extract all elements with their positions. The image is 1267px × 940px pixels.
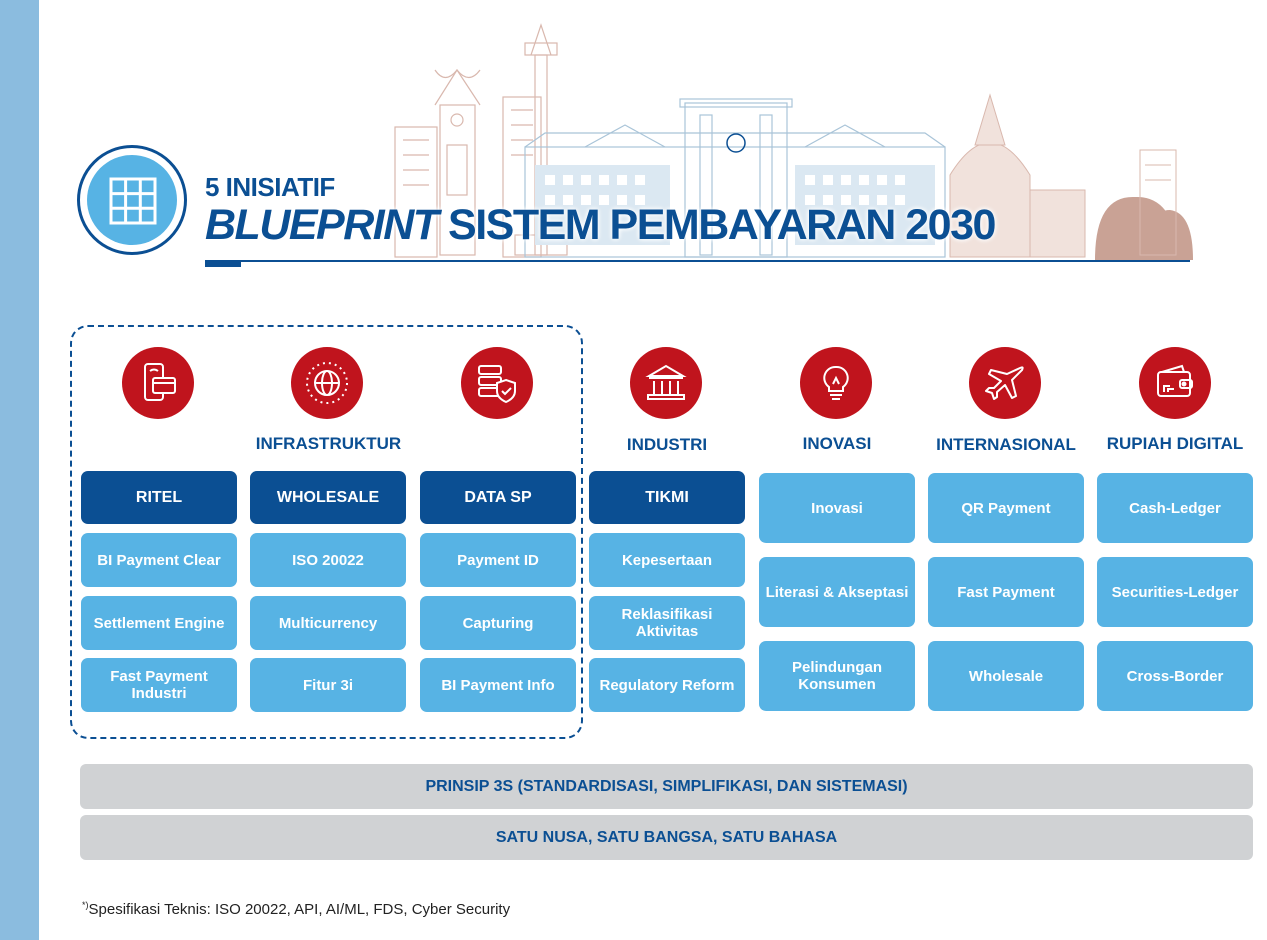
- inovasi-item-2: Literasi & Akseptasi: [759, 557, 915, 627]
- page-title: BLUEPRINT SISTEM PEMBAYARAN 2030: [205, 201, 996, 250]
- data-sp-header-box: DATA SP: [420, 471, 576, 524]
- globe-network-icon: [306, 362, 348, 404]
- internasional-item-1: QR Payment: [928, 473, 1084, 543]
- bank-building-icon: [645, 364, 687, 400]
- column-7-icon: [1139, 347, 1211, 419]
- ritel-header-box: RITEL: [81, 471, 237, 524]
- ritel-item-1: BI Payment Clear: [81, 533, 237, 587]
- footnote-text: Spesifikasi Teknis: ISO 20022, API, AI/M…: [88, 901, 511, 918]
- digital-wallet-icon: [1157, 364, 1193, 397]
- industri-item-3: Regulatory Reform: [589, 658, 745, 712]
- column-6-icon: [969, 347, 1041, 419]
- infrastructure-group: [70, 325, 583, 739]
- unity-band: SATU NUSA, SATU BANGSA, SATU BAHASA: [80, 815, 1253, 860]
- group-label-infrastruktur: INFRASTRUKTUR: [255, 434, 402, 453]
- server-shield-icon: [478, 365, 516, 404]
- column-1-icon: [122, 347, 194, 419]
- column-3-icon: [461, 347, 533, 419]
- internasional-item-3: Wholesale: [928, 641, 1084, 711]
- title-italic-part: BLUEPRINT: [205, 201, 439, 249]
- column-head-internasional: INTERNASIONAL: [936, 435, 1076, 454]
- footnote-mark: *): [82, 900, 89, 910]
- ritel-item-2: Settlement Engine: [81, 596, 237, 650]
- title-rest: SISTEM PEMBAYARAN 2030: [437, 201, 996, 249]
- column-head-inovasi: INOVASI: [802, 434, 872, 453]
- wholesale-item-2: Multicurrency: [250, 596, 406, 650]
- internasional-item-2: Fast Payment: [928, 557, 1084, 627]
- inovasi-item-1: Inovasi: [759, 473, 915, 543]
- column-5-icon: [800, 347, 872, 419]
- column-head-industri: INDUSTRI: [626, 435, 708, 454]
- grid-icon: [109, 177, 157, 225]
- column-2-icon: [291, 347, 363, 419]
- wholesale-header-box: WHOLESALE: [250, 471, 406, 524]
- rupiah-digital-item-1: Cash-Ledger: [1097, 473, 1253, 543]
- rupiah-digital-item-3: Cross-Border: [1097, 641, 1253, 711]
- mobile-payment-icon: [144, 363, 176, 401]
- industri-item-1: Kepesertaan: [589, 533, 745, 587]
- side-accent-bar: [0, 0, 39, 940]
- column-head-rupiah-digital: RUPIAH DIGITAL: [1106, 434, 1244, 453]
- data-sp-item-3: BI Payment Info: [420, 658, 576, 712]
- city-skyline-illustration: [394, 23, 1193, 260]
- wholesale-item-3: Fitur 3i: [250, 658, 406, 712]
- industri-item-2: Reklasifikasi Aktivitas: [589, 596, 745, 650]
- header-logo: [77, 145, 187, 255]
- footnote: *)Spesifikasi Teknis: ISO 20022, API, AI…: [82, 900, 510, 918]
- title-underline: [205, 260, 1190, 262]
- data-sp-item-1: Payment ID: [420, 533, 576, 587]
- data-sp-item-2: Capturing: [420, 596, 576, 650]
- wholesale-item-1: ISO 20022: [250, 533, 406, 587]
- inovasi-item-3: Pelindungan Konsumen: [759, 641, 915, 711]
- title-underline-accent: [205, 260, 241, 267]
- ritel-item-3: Fast Payment Industri: [81, 658, 237, 712]
- rupiah-digital-item-2: Securities-Ledger: [1097, 557, 1253, 627]
- column-4-icon: [630, 347, 702, 419]
- tikmi-header-box: TIKMI: [589, 471, 745, 524]
- principle-band: PRINSIP 3S (STANDARDISASI, SIMPLIFIKASI,…: [80, 764, 1253, 809]
- airplane-icon: [985, 366, 1024, 400]
- header-subtitle: 5 INISIATIF: [205, 172, 335, 202]
- lightbulb-icon: [823, 365, 849, 400]
